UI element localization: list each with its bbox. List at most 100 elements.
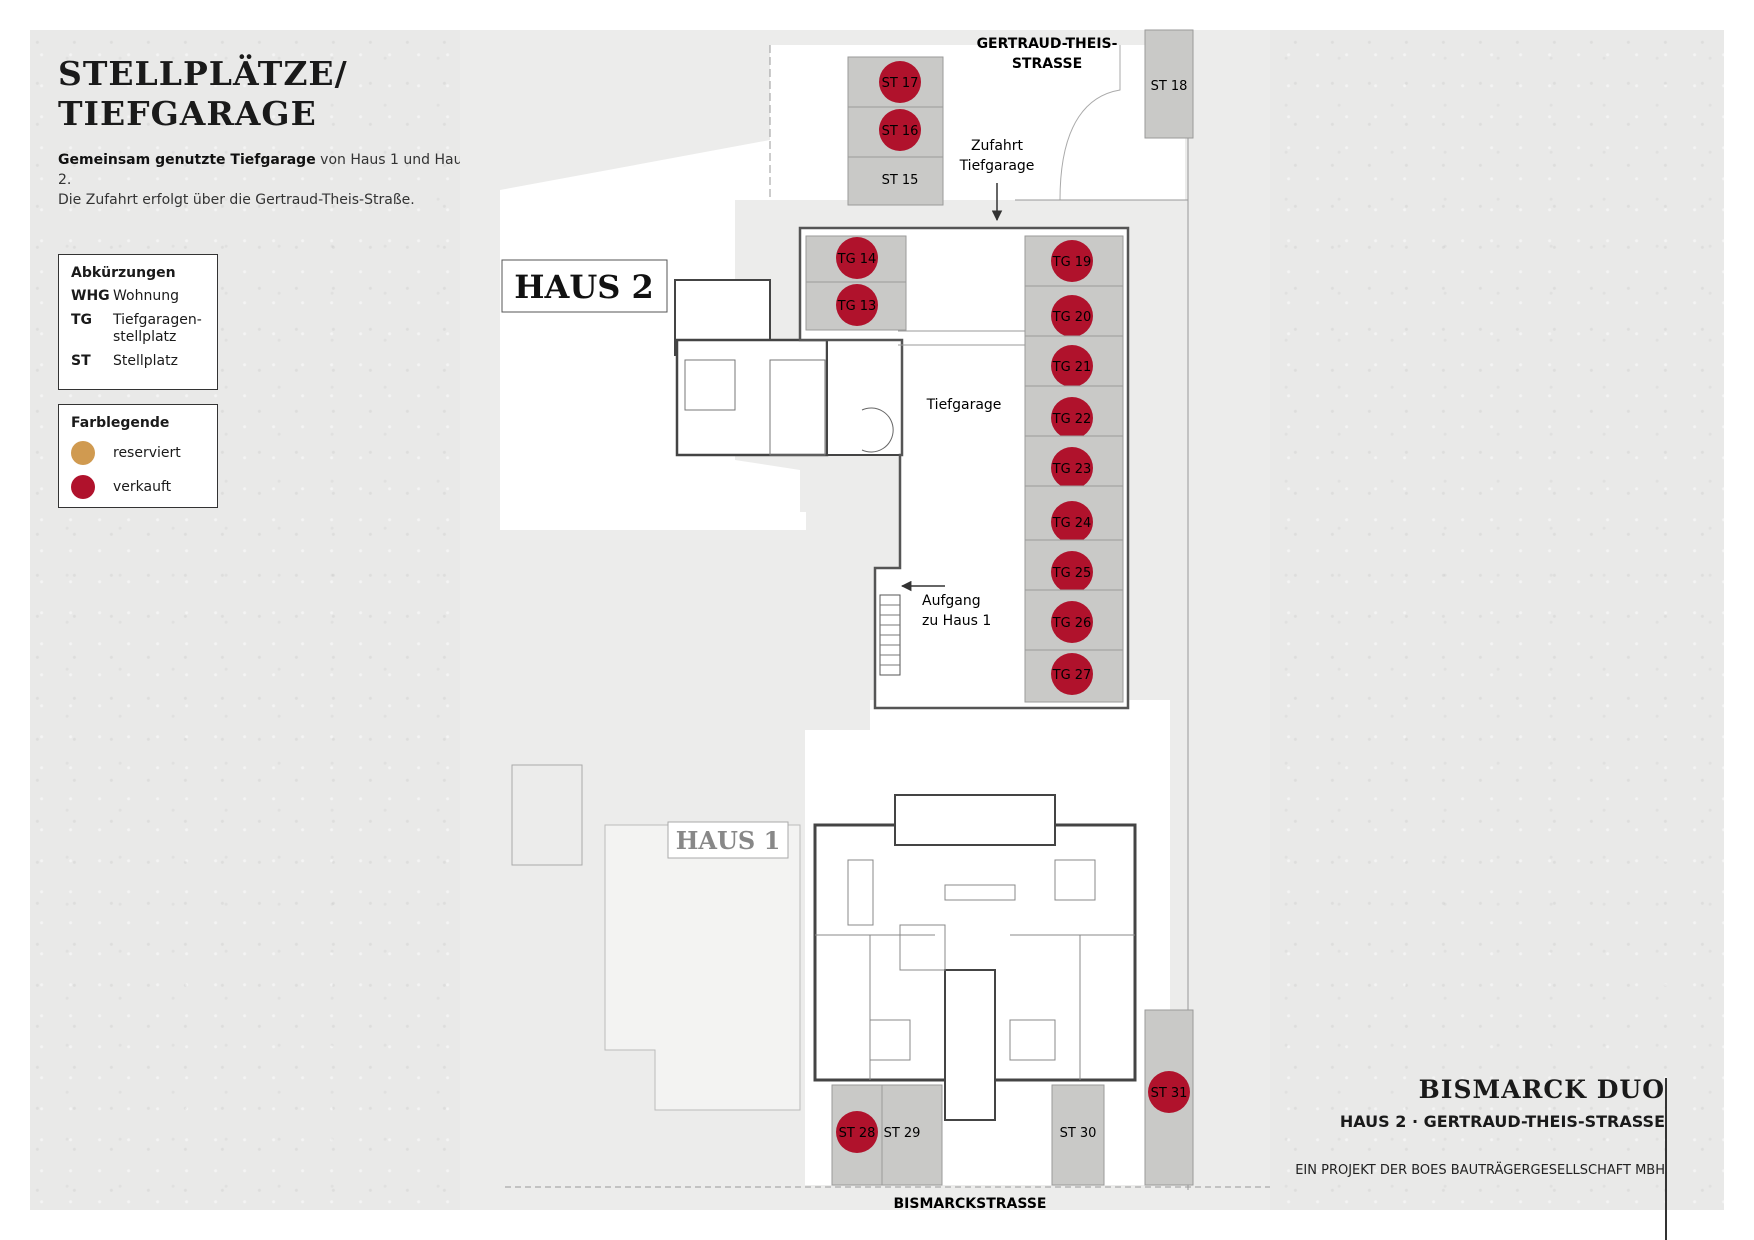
sold-marker	[879, 109, 921, 151]
sold-marker	[1051, 397, 1093, 439]
abbr-key: ST	[71, 353, 91, 369]
spot-label: TG 23	[1052, 462, 1092, 477]
brand-title: BISMARCK DUO	[1418, 1075, 1665, 1104]
haus2-label-box	[501, 259, 668, 313]
sold-marker	[1051, 601, 1093, 643]
haus2-label: HAUS 2	[514, 268, 653, 306]
parking-spot[interactable]: TG 25	[1024, 539, 1124, 593]
street-label-bottom: BISMARCKSTRASSE	[894, 1196, 1047, 1212]
spot-label: ST 16	[882, 124, 919, 139]
haus1-balcony	[894, 794, 1056, 846]
sold-marker	[1148, 1071, 1190, 1113]
parking-spot[interactable]: ST 31	[1144, 1009, 1194, 1186]
abbreviations-heading: Abkürzungen	[71, 265, 176, 281]
sold-marker	[1051, 501, 1093, 543]
aufgang-label-2: zu Haus 1	[922, 613, 991, 629]
parking-spot[interactable]: ST 17	[847, 56, 944, 108]
brand-project: EIN PROJEKT DER BOES BAUTRÄGERGESELLSCHA…	[1295, 1163, 1665, 1178]
sold-marker	[836, 284, 878, 326]
sold-swatch	[71, 475, 95, 499]
parking-spot[interactable]: ST 15	[847, 156, 944, 206]
spot-label: ST 18	[1151, 79, 1188, 94]
spot-label: TG 24	[1052, 516, 1092, 531]
haus1-interior	[815, 859, 1135, 1080]
sold-marker	[1051, 447, 1093, 489]
stair-to-haus1	[879, 594, 901, 676]
spot-label: ST 30	[1060, 1126, 1097, 1141]
spot-label: ST 28	[839, 1126, 876, 1141]
parking-spot[interactable]: TG 13	[805, 281, 907, 331]
parcel-north	[770, 45, 1185, 200]
abbr-row: ST Stellplatz	[71, 353, 205, 370]
abbr-value: Stellplatz	[113, 353, 178, 369]
zufahrt-label-2: Tiefgarage	[959, 158, 1035, 174]
parking-spot[interactable]: ST 16	[847, 106, 944, 158]
parking-spot[interactable]: TG 20	[1024, 285, 1124, 337]
title-line-2: TIEFGARAGE	[58, 94, 317, 133]
parking-spots: ST 17 ST 16 ST 15 ST 18 TG 14 TG 13 TG 1…	[805, 29, 1194, 1186]
title-line-1: STELLPLÄTZE/	[58, 54, 348, 93]
reserved-swatch	[71, 441, 95, 465]
parking-spot[interactable]: TG 26	[1024, 589, 1124, 651]
tiefgarage-label: Tiefgarage	[926, 397, 1002, 413]
haus2-rooms	[684, 359, 736, 411]
brand-divider	[1665, 1078, 1667, 1240]
intro-text: Gemeinsam genutzte Tiefgarage von Haus 1…	[58, 150, 478, 210]
haus1-label: HAUS 1	[676, 826, 781, 855]
parking-spot[interactable]: TG 24	[1024, 485, 1124, 543]
spot-label: ST 17	[882, 76, 919, 91]
street-label-top-2: STRASSE	[1012, 56, 1082, 72]
sold-marker	[879, 61, 921, 103]
spot-label: TG 25	[1052, 566, 1092, 581]
spot-label: ST 15	[882, 173, 919, 188]
color-legend-box: Farblegende reserviert verkauft	[58, 404, 218, 508]
spot-label: TG 19	[1052, 255, 1092, 270]
spiral-stair	[861, 407, 894, 453]
neighbor-parcel	[604, 824, 801, 1111]
zufahrt-label: Zufahrt	[971, 138, 1024, 154]
parking-spot[interactable]: TG 19	[1024, 235, 1124, 287]
parking-spot[interactable]: TG 27	[1024, 649, 1124, 703]
sold-marker	[836, 1111, 878, 1153]
abbr-key: WHG	[71, 288, 110, 304]
road-curve	[1059, 45, 1121, 201]
spot-label: ST 29	[884, 1126, 921, 1141]
haus1-label-box	[667, 821, 789, 859]
parking-spot[interactable]: TG 21	[1024, 335, 1124, 387]
legend-label: reserviert	[113, 445, 181, 461]
haus2-rooms	[769, 359, 826, 456]
intro-line-2: Die Zufahrt erfolgt über die Gertraud-Th…	[58, 192, 415, 208]
haus2-building	[675, 338, 829, 457]
page-title: STELLPLÄTZE/ TIEFGARAGE	[58, 54, 348, 134]
legend-item-sold: verkauft	[71, 475, 205, 499]
spot-label: TG 26	[1052, 616, 1092, 631]
legend-item-reserved: reserviert	[71, 441, 205, 465]
parking-spot[interactable]: ST 30	[1051, 1084, 1105, 1186]
brand-subtitle: HAUS 2 · GERTRAUD-THEIS-STRASSE	[1339, 1112, 1665, 1131]
spot-label: TG 14	[837, 252, 877, 267]
spot-label: TG 22	[1052, 412, 1092, 427]
intro-bold: Gemeinsam genutzte Tiefgarage	[58, 152, 316, 168]
parking-spot[interactable]: TG 22	[1024, 385, 1124, 439]
sold-marker	[1051, 295, 1093, 337]
neighbor-building	[511, 764, 583, 866]
street-label-top: GERTRAUD-THEIS-	[977, 36, 1118, 52]
spot-label: TG 21	[1052, 360, 1092, 375]
haus1-stairwell	[944, 969, 996, 1121]
parking-spot[interactable]: ST 18	[1144, 29, 1194, 139]
parking-spot[interactable]: ST 29	[881, 1084, 943, 1186]
parking-spot[interactable]: ST 28	[831, 1084, 883, 1186]
parking-spot[interactable]: TG 14	[805, 235, 907, 283]
sold-marker	[1051, 345, 1093, 387]
spot-label: TG 20	[1052, 310, 1092, 325]
sold-marker	[836, 237, 878, 279]
haus2-core	[826, 339, 903, 456]
spot-label: TG 27	[1052, 668, 1092, 683]
aufgang-label: Aufgang	[922, 593, 981, 609]
sold-marker	[1051, 653, 1093, 695]
parking-spot[interactable]: TG 23	[1024, 435, 1124, 489]
legend-label: verkauft	[113, 479, 172, 495]
